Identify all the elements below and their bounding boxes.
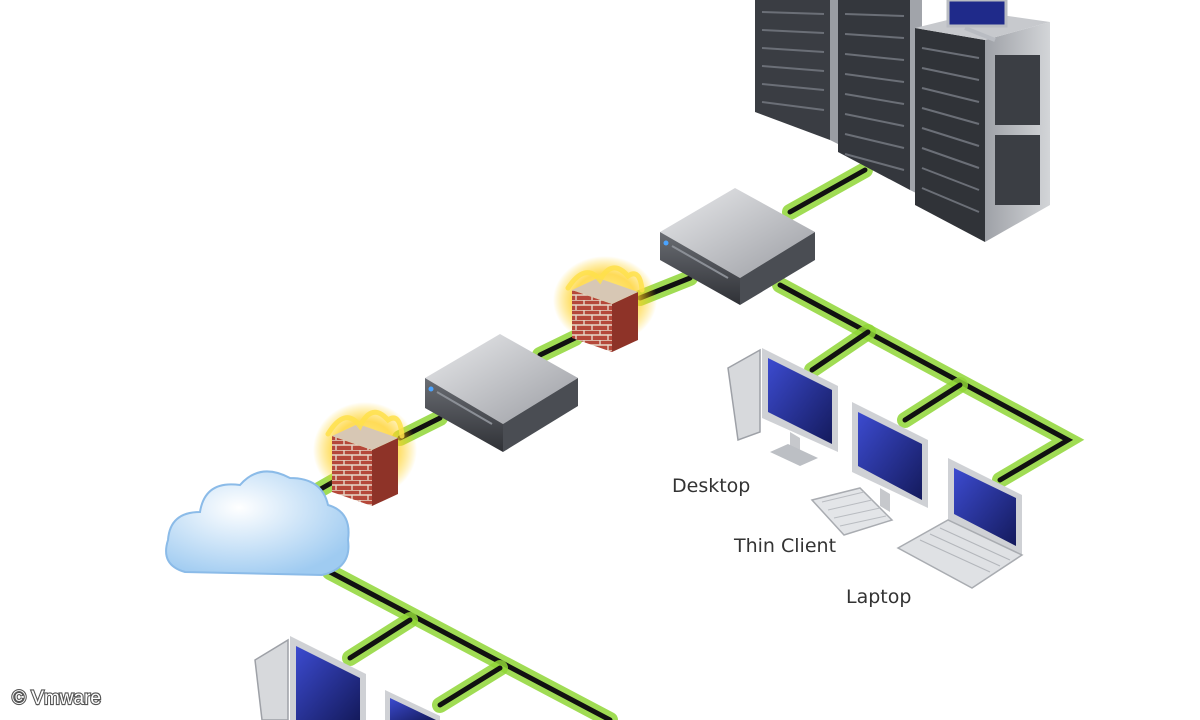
router bbox=[425, 334, 578, 452]
label-desktop: Desktop bbox=[672, 475, 750, 497]
remote-thin-client bbox=[385, 690, 440, 720]
link-cloud-lan-bus bbox=[322, 564, 618, 720]
desktop-computer bbox=[727, 348, 838, 466]
label-thin-client: Thin Client bbox=[733, 535, 836, 557]
cloud-internet bbox=[165, 470, 350, 577]
thin-client bbox=[810, 402, 928, 536]
remote-desktop-computer bbox=[254, 636, 366, 720]
firewall-upper bbox=[553, 256, 657, 352]
image-credit: © Vmware bbox=[12, 688, 101, 709]
firewall-lower bbox=[313, 402, 417, 506]
link-rack-to-switch bbox=[782, 162, 873, 220]
server-rack bbox=[755, 0, 1050, 242]
link-switch-lan-bus bbox=[772, 277, 1085, 488]
label-laptop: Laptop bbox=[846, 586, 911, 608]
network-links bbox=[297, 162, 1085, 720]
link-firewall2-to-router bbox=[532, 330, 583, 363]
switch bbox=[660, 188, 815, 305]
laptop bbox=[896, 458, 1024, 589]
